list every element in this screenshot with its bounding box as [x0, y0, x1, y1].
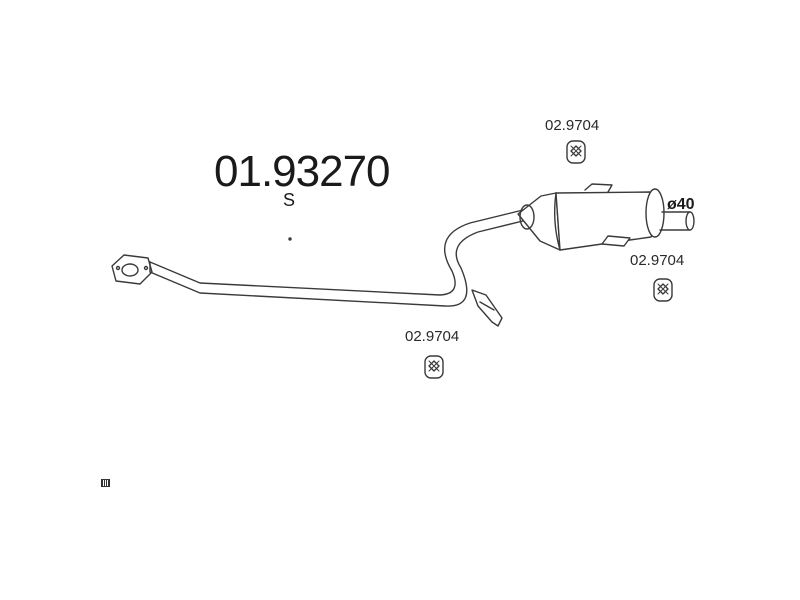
small-logo-icon	[101, 479, 110, 487]
marker-dot	[288, 237, 292, 241]
tail-pipe	[659, 211, 695, 231]
hanger-ref-bottom: 02.9704	[405, 328, 460, 345]
variant-label: S	[283, 190, 296, 210]
pipe-bracket	[471, 289, 503, 327]
silencer	[517, 183, 665, 251]
hanger-ref-right: 02.9704	[630, 252, 685, 269]
hanger-top	[566, 140, 586, 164]
part-number: 01.93270	[214, 147, 391, 196]
hanger-ref-top: 02.9704	[545, 117, 600, 134]
front-flange	[111, 254, 153, 285]
diameter-label: ø40	[667, 196, 695, 213]
hanger-bottom	[424, 355, 444, 379]
hanger-right	[653, 278, 673, 302]
exhaust-pipe	[149, 209, 528, 307]
